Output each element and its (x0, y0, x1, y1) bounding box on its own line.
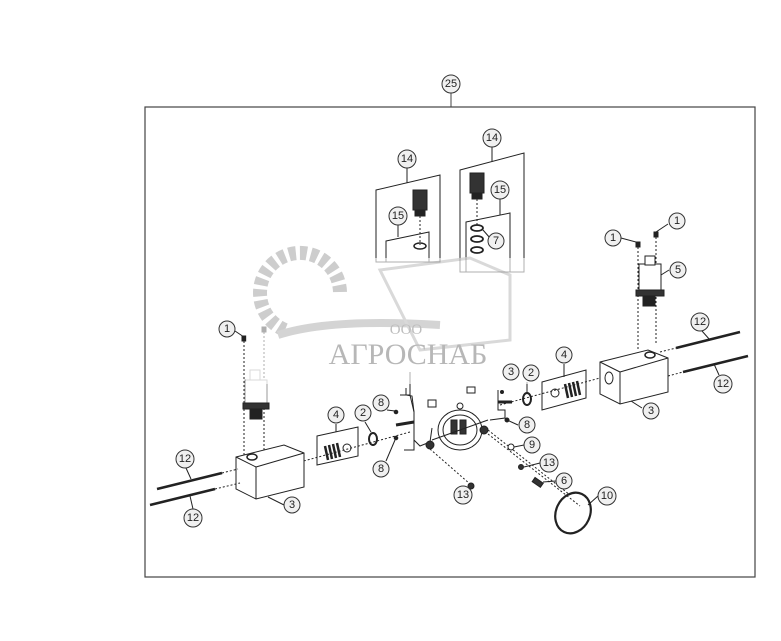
svg-text:12: 12 (179, 453, 191, 465)
watermark-name: АГРОСНАБ (329, 338, 488, 371)
svg-text:13: 13 (457, 489, 469, 501)
callout-12: 12 (713, 374, 733, 394)
callout-2: 2 (522, 364, 540, 382)
svg-text:15: 15 (392, 210, 404, 222)
svg-text:9: 9 (529, 439, 535, 451)
callout-12: 12 (183, 508, 203, 528)
svg-text:10: 10 (601, 490, 613, 502)
svg-text:14: 14 (401, 153, 413, 165)
callout-1: 1 (668, 212, 686, 230)
callout-14: 14 (482, 128, 502, 148)
svg-text:1: 1 (610, 232, 616, 244)
svg-text:15: 15 (494, 184, 506, 196)
svg-text:5: 5 (675, 264, 681, 276)
callout-10: 10 (597, 486, 617, 506)
svg-text:8: 8 (378, 397, 384, 409)
valve-body-center (405, 386, 599, 535)
callout-12: 12 (175, 449, 195, 469)
callout-3: 3 (642, 402, 660, 420)
callout-15: 15 (490, 180, 510, 200)
left-spacer-assembly (299, 372, 415, 466)
svg-text:3: 3 (289, 499, 295, 511)
svg-text:2: 2 (528, 367, 534, 379)
svg-text:1: 1 (224, 323, 230, 335)
callout-12: 12 (690, 312, 710, 332)
svg-text:14: 14 (486, 132, 498, 144)
callout-13: 13 (539, 453, 559, 473)
callout-8: 8 (372, 460, 390, 478)
callout-15: 15 (388, 206, 408, 226)
svg-text:4: 4 (561, 349, 567, 361)
right-solenoid-assembly (599, 223, 749, 409)
callout-9: 9 (523, 436, 541, 454)
svg-text:12: 12 (694, 316, 706, 328)
callout-4: 4 (327, 406, 345, 424)
svg-text:4: 4 (333, 409, 339, 421)
callout-1: 1 (604, 229, 622, 247)
right-spring-kit (499, 364, 601, 411)
callout-25: 25 (441, 74, 461, 94)
callout-14: 14 (397, 149, 417, 169)
callout-6: 6 (555, 472, 573, 490)
svg-text:6: 6 (561, 475, 567, 487)
svg-text:13: 13 (543, 457, 555, 469)
callout-5: 5 (669, 261, 687, 279)
svg-text:3: 3 (648, 405, 654, 417)
svg-text:8: 8 (524, 419, 530, 431)
callout-1: 1 (218, 320, 236, 338)
agrosnab-watermark: ООО АГРОСНАБ (246, 245, 536, 384)
watermark-prefix: ООО (390, 322, 423, 338)
callout-2: 2 (354, 404, 372, 422)
callout-4: 4 (555, 346, 573, 364)
svg-text:12: 12 (187, 512, 199, 524)
svg-text:2: 2 (360, 407, 366, 419)
svg-text:7: 7 (493, 235, 499, 247)
svg-text:25: 25 (445, 78, 457, 90)
callout-8: 8 (518, 416, 536, 434)
svg-text:1: 1 (674, 215, 680, 227)
svg-text:3: 3 (508, 366, 514, 378)
callout-3: 3 (283, 496, 301, 514)
callout-3: 3 (502, 363, 520, 381)
svg-text:8: 8 (378, 463, 384, 475)
svg-text:12: 12 (717, 378, 729, 390)
callout-7: 7 (487, 232, 505, 250)
kit-14-left (375, 168, 441, 263)
callout-13: 13 (453, 485, 473, 505)
callout-8: 8 (372, 394, 390, 412)
